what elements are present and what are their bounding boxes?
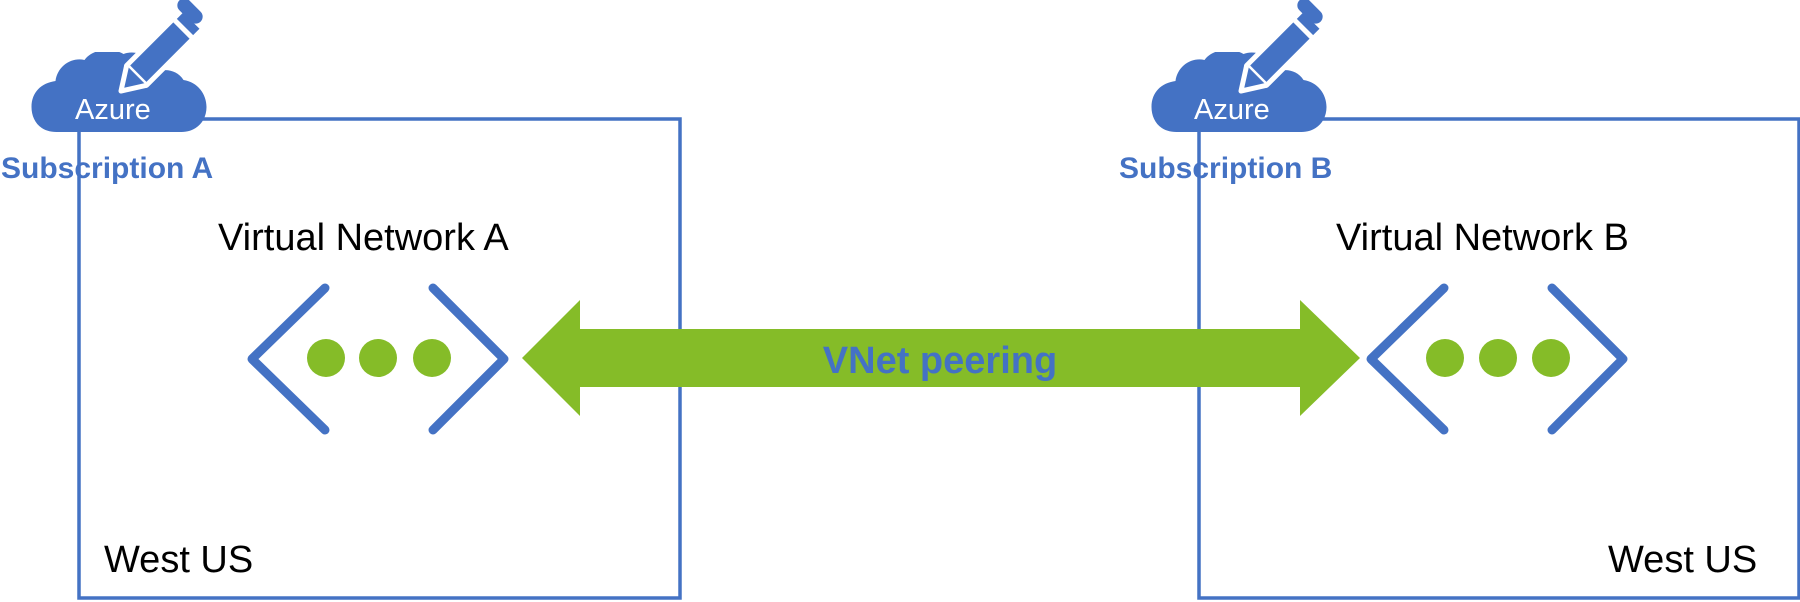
- azure-cloud-edit-icon: [31, 0, 207, 132]
- virtual-network-icon: [1366, 283, 1628, 435]
- azure-cloud-edit-icon: [1151, 0, 1327, 132]
- region-b-label: West US: [1608, 539, 1757, 581]
- subscription-b-title: Subscription B: [1119, 152, 1332, 185]
- region-a-label: West US: [104, 539, 253, 581]
- subscription-a-group: Azure Subscription A Virtual Network A W…: [1, 0, 682, 600]
- vnet-a-label: Virtual Network A: [218, 217, 509, 259]
- subscription-b-group: Azure Subscription B Virtual Network B W…: [1119, 0, 1800, 600]
- azure-label-b: Azure: [1194, 94, 1270, 126]
- bidirectional-arrow-icon: [522, 300, 1360, 416]
- vnet-peering-arrow: VNet peering: [522, 300, 1360, 416]
- vnet-peering-label: VNet peering: [823, 340, 1057, 382]
- subscription-a-title: Subscription A: [1, 152, 213, 185]
- vnet-b-label: Virtual Network B: [1336, 217, 1629, 259]
- azure-label-a: Azure: [75, 94, 151, 126]
- virtual-network-icon: [247, 283, 509, 435]
